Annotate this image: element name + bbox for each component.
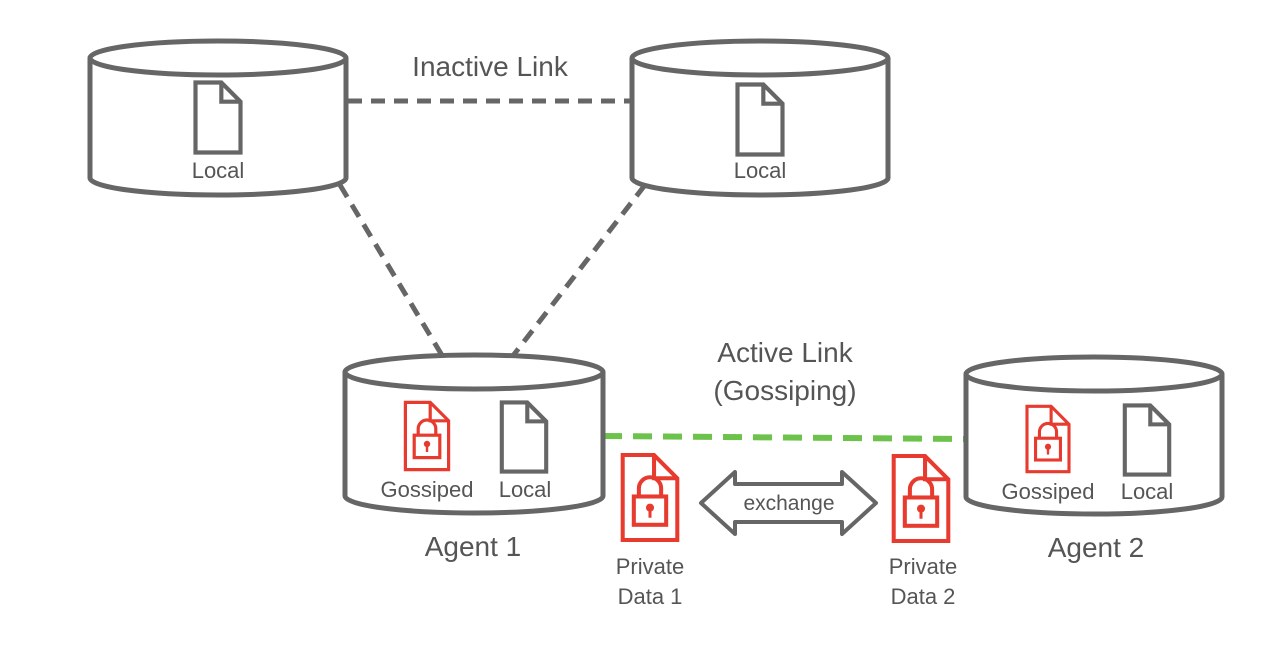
file-label: Local: [192, 158, 245, 183]
node-top-left: Local: [87, 38, 349, 198]
node-agent-1: Gossiped Local: [342, 352, 606, 516]
agent-2-name: Agent 2: [1048, 532, 1145, 563]
node-top-right: Local: [629, 38, 891, 198]
active-link: [602, 433, 967, 442]
exchange-label: exchange: [743, 492, 834, 515]
gossiped-label: Gossiped: [1002, 479, 1095, 504]
node-agent-2: Gossiped Local: [963, 354, 1225, 517]
exchange-double-arrow: [699, 470, 878, 536]
active-link-label-line2: (Gossiping): [713, 375, 856, 406]
private-data-1-line1: Private: [616, 554, 684, 579]
cylinder-top: [87, 38, 349, 78]
agent-1-name: Agent 1: [425, 531, 522, 562]
gossiped-label: Gossiped: [381, 477, 474, 502]
active-link-label-line1: Active Link: [717, 337, 853, 368]
gossiped-lock-file-icon: [403, 400, 451, 472]
links: [337, 98, 967, 442]
inactive-link-left: [337, 183, 446, 359]
cylinder-top: [629, 38, 891, 78]
inactive-link-label: Inactive Link: [412, 51, 569, 82]
local-file-icon: [502, 402, 546, 471]
cylinder-top: [342, 352, 606, 392]
local-file-icon: [1125, 405, 1169, 474]
private-data-1-lock-file-icon: [623, 455, 678, 540]
local-label: Local: [1121, 479, 1174, 504]
cylinder-top: [963, 354, 1225, 394]
gossiped-lock-file-icon: [1025, 404, 1071, 474]
file-icon: [738, 85, 783, 155]
file-icon: [196, 83, 241, 153]
local-label: Local: [499, 477, 552, 502]
private-data-1-line2: Data 1: [618, 584, 683, 609]
private-data-2-lock-file-icon: [894, 456, 949, 541]
private-data-2-line2: Data 2: [891, 584, 956, 609]
inactive-link-right: [510, 183, 647, 359]
private-data-2-line1: Private: [889, 554, 957, 579]
file-label: Local: [734, 158, 787, 183]
